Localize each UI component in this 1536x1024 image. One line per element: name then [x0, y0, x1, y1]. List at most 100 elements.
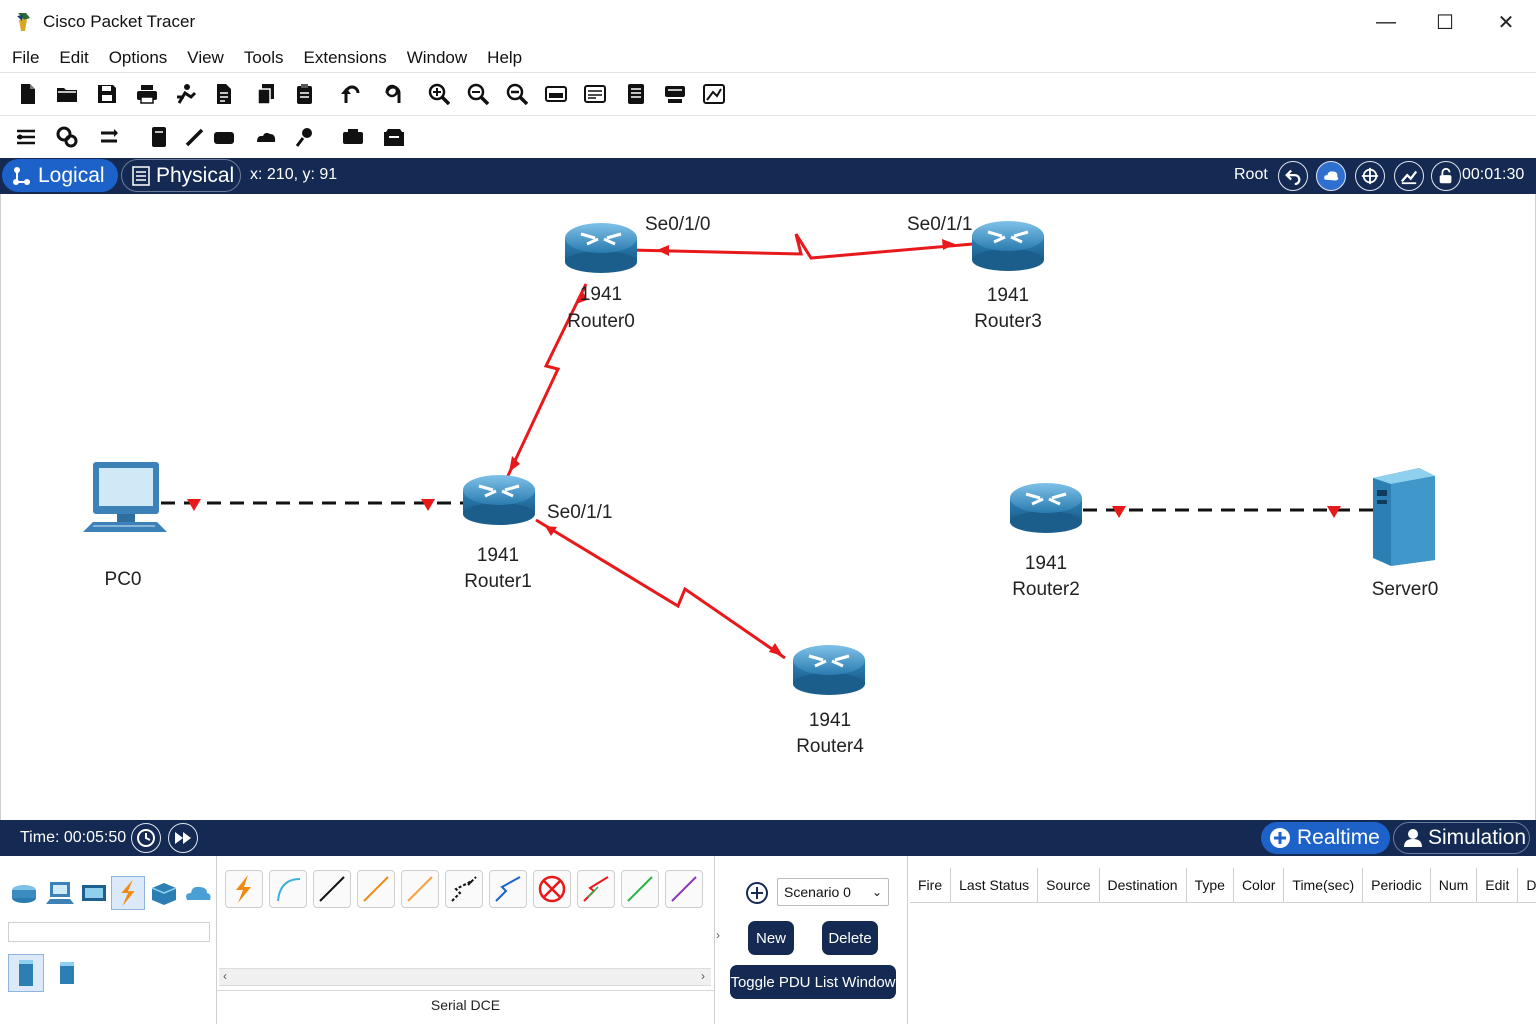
place-note-icon[interactable]: [148, 126, 170, 148]
pdu-col-delete[interactable]: Delete: [1517, 868, 1536, 903]
pdu-col-periodic[interactable]: Periodic: [1362, 868, 1431, 903]
pdu-col-source[interactable]: Source: [1037, 868, 1100, 903]
viewport-button[interactable]: [1431, 161, 1461, 191]
pdu-col-time[interactable]: Time(sec): [1283, 868, 1364, 903]
tab-physical[interactable]: Physical: [121, 159, 241, 192]
logical-workspace[interactable]: Se0/1/0 Se0/1/1 Se0/1/1 1941 Router0 194…: [0, 194, 1536, 820]
end-devices-icon[interactable]: [44, 878, 74, 908]
close-button[interactable]: ✕: [1497, 11, 1515, 34]
maximize-button[interactable]: ☐: [1436, 11, 1454, 34]
cable-octal[interactable]: [621, 870, 659, 908]
cable-coaxial[interactable]: [489, 870, 527, 908]
pdu-col-last-status[interactable]: Last Status: [950, 868, 1039, 903]
network-info-icon[interactable]: [15, 126, 37, 148]
draw-line-icon[interactable]: [184, 126, 206, 148]
draw-rectangle-icon[interactable]: [213, 126, 235, 148]
inspect-icon[interactable]: [56, 126, 78, 148]
menu-view[interactable]: View: [187, 48, 224, 67]
new-scenario-button[interactable]: New: [748, 921, 794, 955]
zoom-out-icon[interactable]: [506, 83, 528, 105]
network-devices-icon[interactable]: [9, 878, 39, 908]
print-icon[interactable]: [136, 83, 158, 105]
misc-icon[interactable]: [149, 878, 179, 908]
router-icon[interactable]: [793, 645, 865, 695]
inbox-icon[interactable]: [383, 126, 405, 148]
link-router1-router4[interactable]: [535, 518, 786, 660]
zoom-reset-icon[interactable]: [467, 83, 489, 105]
activity-wizard-icon[interactable]: [175, 83, 197, 105]
notes-icon[interactable]: [625, 83, 647, 105]
move-layout-icon[interactable]: [98, 126, 120, 148]
device-search-box[interactable]: [8, 922, 210, 942]
device-subtype-button[interactable]: [8, 954, 44, 992]
device-dialog-icon[interactable]: [664, 83, 686, 105]
toggle-pdu-list-button[interactable]: Toggle PDU List Window: [730, 965, 896, 999]
router-icon[interactable]: [1010, 483, 1082, 533]
menu-file[interactable]: File: [12, 48, 40, 67]
server-icon[interactable]: [1373, 468, 1435, 566]
custom-devices-icon[interactable]: [584, 83, 606, 105]
components-icon[interactable]: [79, 878, 109, 908]
menu-help[interactable]: Help: [487, 48, 523, 67]
cable-serial-dce[interactable]: [533, 870, 571, 908]
link-router0-router1[interactable]: [504, 283, 588, 481]
pdu-col-destination[interactable]: Destination: [1099, 868, 1187, 903]
save-icon[interactable]: [96, 83, 118, 105]
undo-icon[interactable]: [340, 83, 362, 105]
cable-iot[interactable]: [665, 870, 703, 908]
scenario-select[interactable]: Scenario 0 ⌄: [777, 878, 889, 906]
menu-window[interactable]: Window: [406, 48, 468, 67]
device-subtype-button[interactable]: [52, 956, 82, 990]
pdu-col-color[interactable]: Color: [1233, 868, 1285, 903]
cable-copper-cross[interactable]: [357, 870, 395, 908]
cable-serial-dte[interactable]: [577, 870, 615, 908]
new-file-icon[interactable]: [17, 83, 39, 105]
add-scenario-button[interactable]: [745, 881, 769, 905]
new-cluster-button[interactable]: [1316, 161, 1346, 191]
viewport-icon[interactable]: [703, 83, 725, 105]
router-icon[interactable]: [463, 475, 535, 525]
cable-console[interactable]: [269, 870, 307, 908]
cable-fiber[interactable]: [401, 870, 439, 908]
tab-logical[interactable]: Logical: [2, 159, 118, 192]
panel-expand-icon[interactable]: ›: [716, 928, 720, 942]
pdu-col-num[interactable]: Num: [1430, 868, 1478, 903]
minimize-button[interactable]: —: [1376, 10, 1396, 33]
pdu-col-type[interactable]: Type: [1186, 868, 1234, 903]
router-icon[interactable]: [565, 223, 637, 273]
router-icon[interactable]: [972, 221, 1044, 271]
scroll-left-icon[interactable]: ‹: [223, 969, 227, 983]
connections-icon[interactable]: [111, 876, 145, 910]
back-button[interactable]: [1278, 161, 1308, 191]
menu-edit[interactable]: Edit: [59, 48, 89, 67]
menu-tools[interactable]: Tools: [243, 48, 284, 67]
document-icon[interactable]: [213, 83, 235, 105]
draw-ellipse-icon[interactable]: [255, 126, 277, 148]
open-cluster-icon[interactable]: [342, 126, 364, 148]
drawing-palette-icon[interactable]: [545, 83, 567, 105]
cable-phone[interactable]: [445, 870, 483, 908]
redo-icon[interactable]: [383, 83, 405, 105]
open-folder-icon[interactable]: [56, 83, 78, 105]
pc-icon[interactable]: [83, 462, 167, 532]
realtime-button[interactable]: Realtime: [1261, 822, 1390, 854]
multiuser-cloud-icon[interactable]: [183, 878, 213, 908]
set-background-button[interactable]: [1394, 161, 1424, 191]
fast-forward-button[interactable]: [168, 823, 198, 853]
cable-scrollbar[interactable]: ‹ ›: [219, 968, 711, 986]
cable-copper-straight[interactable]: [313, 870, 351, 908]
menu-options[interactable]: Options: [108, 48, 168, 67]
move-object-button[interactable]: [1355, 161, 1385, 191]
power-cycle-button[interactable]: [131, 823, 161, 853]
scroll-right-icon[interactable]: ›: [701, 969, 705, 983]
cable-automatic[interactable]: [225, 870, 263, 908]
zoom-in-icon[interactable]: [428, 83, 450, 105]
paste-icon[interactable]: [294, 83, 316, 105]
delete-scenario-button[interactable]: Delete: [822, 921, 878, 955]
pdu-col-edit[interactable]: Edit: [1476, 868, 1519, 903]
link-router0-router3[interactable]: [630, 233, 974, 260]
freeform-icon[interactable]: [293, 126, 315, 148]
copy-icon[interactable]: [255, 83, 277, 105]
simulation-button[interactable]: Simulation: [1393, 822, 1530, 854]
menu-extensions[interactable]: Extensions: [303, 48, 387, 67]
